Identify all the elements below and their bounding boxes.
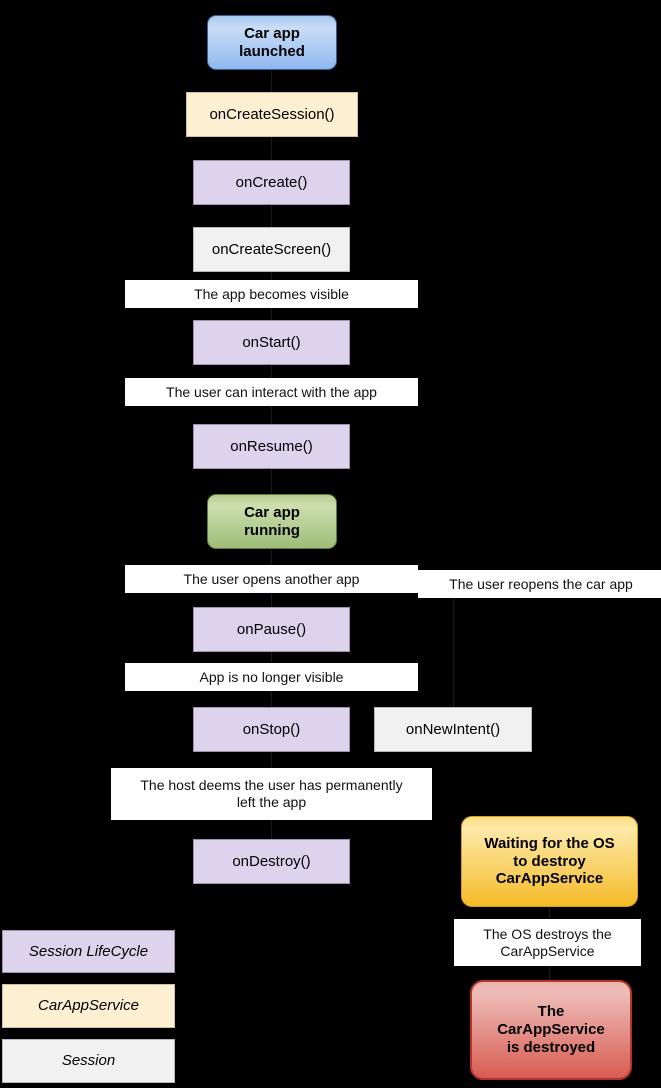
connector-visible-to-start (271, 308, 272, 320)
connector-interact-to-resume (271, 405, 272, 424)
connector-opensanother-to-pause (271, 593, 272, 607)
edge-label-user-opens-another-app: The user opens another app (125, 565, 418, 593)
connector-start-to-interact (271, 365, 272, 378)
edge-label-app-becomes-visible: The app becomes visible (125, 280, 418, 308)
edge-label-user-can-interact: The user can interact with the app (125, 378, 418, 406)
connector-waiting-to-osdestroys (549, 907, 550, 919)
node-on-create-screen[interactable]: onCreateScreen() (193, 227, 350, 272)
node-on-create[interactable]: onCreate() (193, 160, 350, 205)
node-on-start[interactable]: onStart() (193, 320, 350, 365)
node-on-resume[interactable]: onResume() (193, 424, 350, 469)
connector-running-to-opensanother (271, 549, 272, 565)
legend-item-session: Session (2, 1039, 175, 1083)
connector-reopen-branch (453, 598, 454, 707)
edge-label-os-destroys-service: The OS destroys the CarAppService (454, 919, 641, 966)
node-on-new-intent[interactable]: onNewIntent() (374, 707, 532, 752)
connector-hostdeems-to-destroy (271, 820, 272, 839)
connector-pause-to-notvisible (271, 652, 272, 663)
connector-createsession-to-create (271, 137, 272, 160)
edge-label-app-no-longer-visible: App is no longer visible (125, 663, 418, 691)
connector-osdestroys-to-destroyed (549, 966, 550, 980)
legend-item-car-app-service: CarAppService (2, 984, 175, 1028)
node-on-create-session[interactable]: onCreateSession() (186, 92, 358, 137)
node-car-app-running[interactable]: Car app running (207, 494, 337, 549)
node-waiting-for-os[interactable]: Waiting for the OS to destroy CarAppServ… (461, 816, 638, 907)
connector-createscreen-to-visible (271, 272, 272, 280)
edge-label-user-reopens-car-app: The user reopens the car app (418, 570, 661, 598)
connector-stop-to-hostdeems (271, 752, 272, 768)
node-on-destroy[interactable]: onDestroy() (193, 839, 350, 884)
node-on-stop[interactable]: onStop() (193, 707, 350, 752)
legend-item-session-lifecycle: Session LifeCycle (2, 930, 175, 973)
node-car-app-service-destroyed[interactable]: The CarAppService is destroyed (470, 980, 632, 1080)
edge-label-host-deems-left-app: The host deems the user has permanently … (111, 768, 432, 820)
connector-notvisible-to-stop (271, 691, 272, 707)
connector-resume-to-running (271, 469, 272, 494)
node-on-pause[interactable]: onPause() (193, 607, 350, 652)
node-car-app-launched[interactable]: Car app launched (207, 15, 337, 70)
connector-launched-to-createsession (271, 70, 272, 92)
connector-create-to-createscreen (271, 205, 272, 227)
